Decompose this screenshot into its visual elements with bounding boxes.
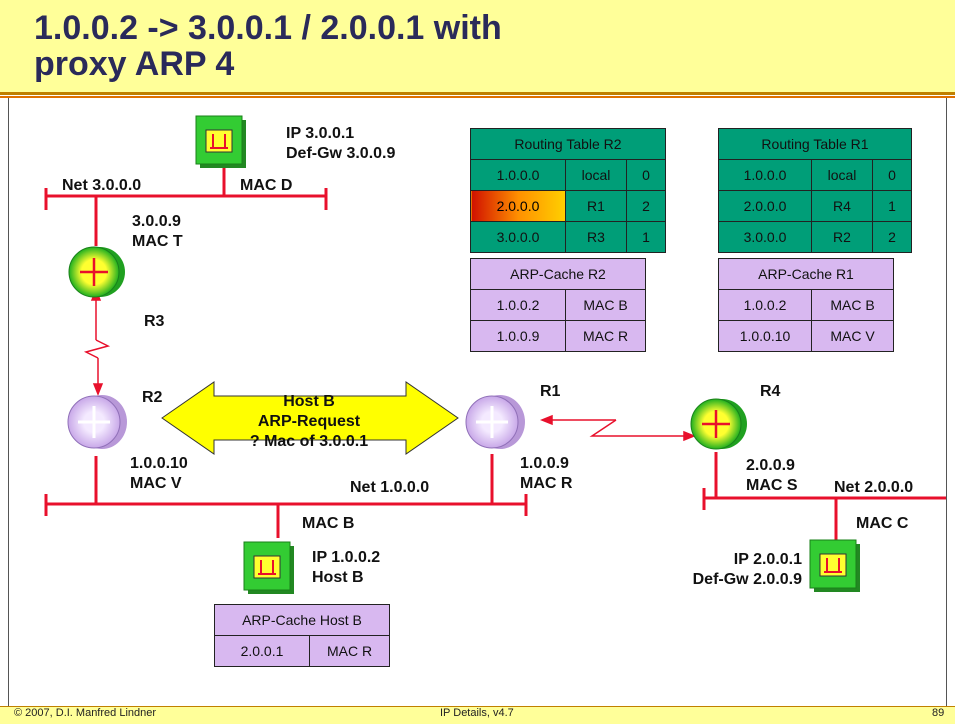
r3-label: R3	[144, 313, 165, 330]
rt-r2-metric: 0	[626, 159, 666, 191]
serial-link-r3-r2	[83, 287, 111, 397]
frame-left	[8, 98, 9, 706]
frame-right	[946, 98, 947, 706]
routing-table-r1-title: Routing Table R1	[718, 128, 912, 160]
arp-r2-mac: MAC B	[565, 289, 646, 321]
arp-r1-mac: MAC B	[811, 289, 894, 321]
rt-r2-dest: 1.0.0.0	[470, 159, 566, 191]
rt-r2-dest: 3.0.0.0	[470, 221, 566, 253]
router-r4-icon	[690, 398, 747, 450]
host-b-icon	[243, 541, 294, 594]
routing-table-r2-title: Routing Table R2	[470, 128, 666, 160]
host-d-mac-label: MAC D	[240, 177, 293, 194]
rt-r2-next: R1	[565, 190, 627, 222]
net3-segment	[44, 168, 328, 246]
rt-r1-metric: 1	[872, 190, 912, 222]
r4-label: R4	[760, 383, 781, 400]
arp-r2-ip: 1.0.0.2	[470, 289, 566, 321]
arp-r1-mac: MAC V	[811, 320, 894, 352]
title-bar	[0, 0, 955, 92]
r4-interface-label: 2.0.0.9 MAC S	[746, 457, 798, 494]
arp-r2-mac: MAC R	[565, 320, 646, 352]
r2-label: R2	[142, 389, 163, 406]
host-b-ip-label: IP 1.0.0.2 Host B	[312, 549, 381, 586]
host-c-ip-label: IP 2.0.0.1 Def-Gw 2.0.0.9	[692, 551, 802, 588]
rt-r1-dest: 3.0.0.0	[718, 221, 812, 253]
slide-title: 1.0.0.2 -> 3.0.0.1 / 2.0.0.1 with proxy …	[34, 9, 502, 83]
arp-host-b-mac: MAC R	[309, 635, 390, 667]
routing-table-r2: Routing Table R2 1.0.0.0 local 0 2.0.0.0…	[470, 128, 666, 253]
net2-segment	[702, 452, 946, 540]
rt-r1-metric: 2	[872, 221, 912, 253]
host-c-mac-label: MAC C	[856, 515, 909, 532]
arp-request-arrow	[161, 381, 459, 455]
arp-r1-ip: 1.0.0.2	[718, 289, 812, 321]
footer-course: IP Details, v4.7	[440, 707, 514, 719]
arp-cache-r1: ARP-Cache R1 1.0.0.2 MAC B 1.0.0.10 MAC …	[718, 258, 894, 352]
r2-interface-label: 1.0.0.10 MAC V	[130, 455, 188, 492]
rt-r1-next: R2	[811, 221, 873, 253]
rt-r1-dest: 2.0.0.0	[718, 190, 812, 222]
net1-label: Net 1.0.0.0	[350, 479, 430, 496]
rt-r2-next: R3	[565, 221, 627, 253]
footer-bar	[0, 706, 955, 724]
r1-interface-label: 1.0.0.9 MAC R	[520, 455, 573, 492]
router-r1-icon	[465, 395, 525, 449]
rt-r1-dest: 1.0.0.0	[718, 159, 812, 191]
rt-r2-next: local	[565, 159, 627, 191]
footer-copyright: © 2007, D.I. Manfred Lindner	[14, 707, 157, 719]
rt-r2-metric: 2	[626, 190, 666, 222]
rt-r1-next: local	[811, 159, 873, 191]
rt-r2-metric: 1	[626, 221, 666, 253]
serial-link-r1-r4	[539, 414, 697, 442]
arp-request-text: Host B ARP-Request ? Mac of 3.0.0.1	[249, 393, 369, 450]
net1-segment	[44, 454, 528, 538]
footer-page-number: 89	[932, 707, 945, 719]
arp-cache-r1-title: ARP-Cache R1	[718, 258, 894, 290]
host-d-ip-label: IP 3.0.0.1 Def-Gw 3.0.0.9	[286, 125, 396, 162]
rt-r1-metric: 0	[872, 159, 912, 191]
net3-label: Net 3.0.0.0	[62, 177, 142, 194]
title-rule-accent	[0, 96, 955, 98]
arp-host-b-ip: 2.0.0.1	[214, 635, 310, 667]
router-r3-icon	[68, 246, 125, 298]
r1-label: R1	[540, 383, 561, 400]
arp-cache-r2: ARP-Cache R2 1.0.0.2 MAC B 1.0.0.9 MAC R	[470, 258, 646, 352]
host-c-icon	[809, 539, 860, 592]
router-r2-icon	[67, 395, 127, 449]
host-b-mac-label: MAC B	[302, 515, 355, 532]
net2-label: Net 2.0.0.0	[834, 479, 914, 496]
title-rule	[0, 92, 955, 95]
arp-r2-ip: 1.0.0.9	[470, 320, 566, 352]
host-d-icon	[195, 115, 246, 168]
arp-cache-r2-title: ARP-Cache R2	[470, 258, 646, 290]
arp-cache-host-b-title: ARP-Cache Host B	[214, 604, 390, 636]
arp-r1-ip: 1.0.0.10	[718, 320, 812, 352]
routing-table-r1: Routing Table R1 1.0.0.0 local 0 2.0.0.0…	[718, 128, 912, 253]
r3-interface-label: 3.0.0.9 MAC T	[132, 213, 183, 250]
rt-r2-dest-highlighted: 2.0.0.0	[470, 190, 566, 222]
arp-cache-host-b: ARP-Cache Host B 2.0.0.1 MAC R	[214, 604, 390, 667]
rt-r1-next: R4	[811, 190, 873, 222]
